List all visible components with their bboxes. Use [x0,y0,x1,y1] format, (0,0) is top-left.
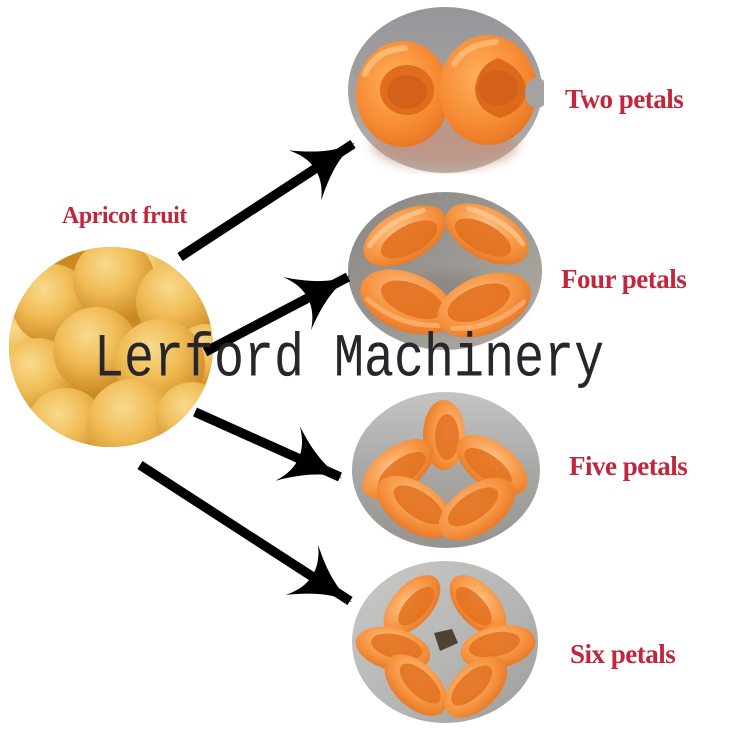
result-label-five-petals: Five petals [569,451,688,481]
arrow-to-five-petals [193,407,343,482]
arrow-to-two-petals [177,140,356,261]
six-petals-photo [352,561,539,724]
four-petals-image [348,192,542,350]
result-label-six-petals: Six petals [570,639,676,669]
two-petals-photo [347,6,549,174]
apricot-pile-image [9,247,213,447]
result-label-four-petals: Four petals [561,264,687,294]
two-petals-image [348,7,549,173]
six-petals-image [352,561,538,723]
arrow-to-six-petals [137,461,353,605]
apricot-pile-photo [8,246,214,448]
result-label-two-petals: Two petals [565,84,684,114]
source-label: Apricot fruit [62,203,187,229]
watermark-text: Lerford Machinery [94,325,605,396]
five-petals-image [352,392,540,548]
five-petals-photo [351,391,541,549]
four-petals-photo [347,192,544,351]
